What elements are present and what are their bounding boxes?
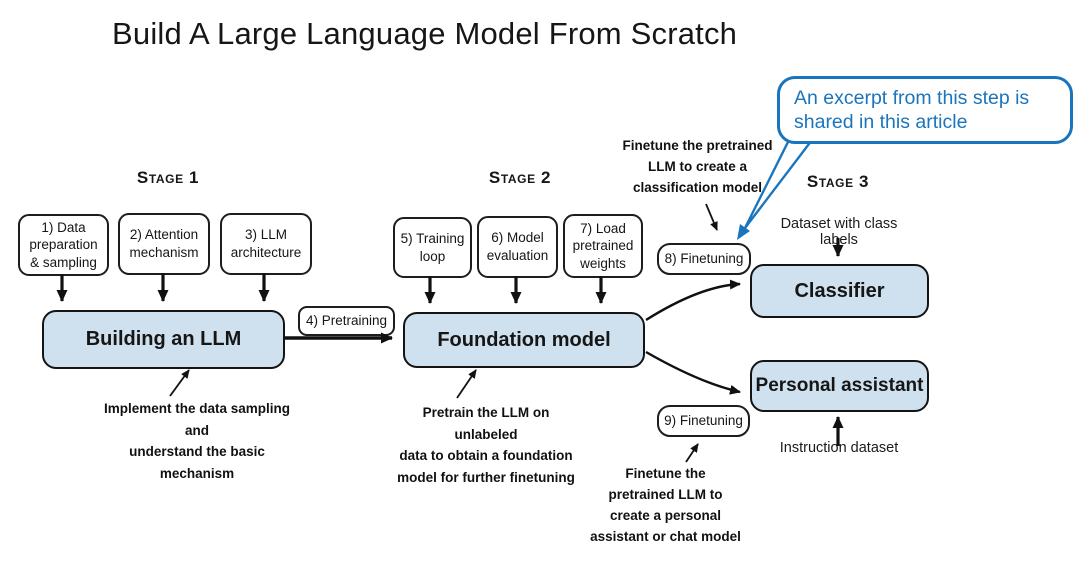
- step-box-data-preparation: 1) Data preparation & sampling: [18, 214, 109, 276]
- step-box-llm-architecture: 3) LLM architecture: [220, 213, 312, 275]
- step-box-model-evaluation: 6) Model evaluation: [477, 216, 558, 278]
- step-label: 1) Data preparation & sampling: [29, 219, 98, 270]
- step-box-load-pretrained-weights: 7) Load pretrained weights: [563, 214, 643, 278]
- callout-bubble: An excerpt from this step is shared in t…: [777, 76, 1073, 144]
- arrow-foundation-to-assistant: [645, 350, 741, 395]
- step-label: 6) Model evaluation: [486, 230, 549, 263]
- model-label: Personal assistant: [755, 375, 924, 396]
- callout-text: An excerpt from this step is shared in t…: [794, 86, 1030, 133]
- step-label: 2) Attention mechanism: [129, 227, 199, 260]
- model-box-classifier: Classifier: [750, 264, 929, 318]
- arrow-foundation-to-classifier: [645, 279, 741, 322]
- arrow-note-to-foundation: [456, 369, 477, 399]
- callout-arrow-head: [737, 224, 750, 240]
- step-label: 8) Finetuning: [664, 251, 744, 267]
- model-label: Foundation model: [437, 328, 611, 351]
- label-dataset-with-class-labels: Dataset with class labels: [780, 216, 898, 248]
- step-label: 5) Training loop: [400, 230, 465, 264]
- step-label: 9) Finetuning: [664, 413, 743, 429]
- stage-2-label: Stage 2: [488, 168, 552, 187]
- step-box-attention-mechanism: 2) Attention mechanism: [118, 213, 210, 275]
- model-box-foundation-model: Foundation model: [403, 312, 645, 368]
- label-instruction-dataset: Instruction dataset: [779, 440, 899, 456]
- step-box-pretraining: 4) Pretraining: [298, 306, 395, 336]
- arrow-note-to-finetuning8: [705, 203, 718, 231]
- step-label: 3) LLM architecture: [230, 227, 302, 260]
- step-box-training-loop: 5) Training loop: [393, 217, 472, 278]
- note-personal-assistant: Finetune the pretrained LLM to create a …: [590, 466, 741, 544]
- note-classification: Finetune the pretrained LLM to create a …: [622, 138, 773, 195]
- model-box-personal-assistant: Personal assistant: [750, 360, 929, 412]
- arrow-note-to-finetuning9: [685, 443, 699, 463]
- arrow-note-to-building: [169, 369, 190, 397]
- stage-1-label: Stage 1: [136, 168, 200, 187]
- stage-3-label: Stage 3: [806, 172, 870, 191]
- step-label: 4) Pretraining: [305, 313, 388, 329]
- step-box-finetuning-9: 9) Finetuning: [657, 405, 750, 437]
- note-stage1: Implement the data sampling and understa…: [103, 401, 291, 481]
- model-label: Building an LLM: [85, 328, 242, 350]
- note-stage2: Pretrain the LLM on unlabeled data to ob…: [397, 405, 575, 485]
- step-label: 7) Load pretrained weights: [572, 220, 634, 271]
- model-label: Classifier: [794, 279, 885, 302]
- model-box-building-an-llm: Building an LLM: [42, 310, 285, 369]
- page-title: Build A Large Language Model From Scratc…: [112, 16, 738, 51]
- step-box-finetuning-8: 8) Finetuning: [657, 243, 751, 275]
